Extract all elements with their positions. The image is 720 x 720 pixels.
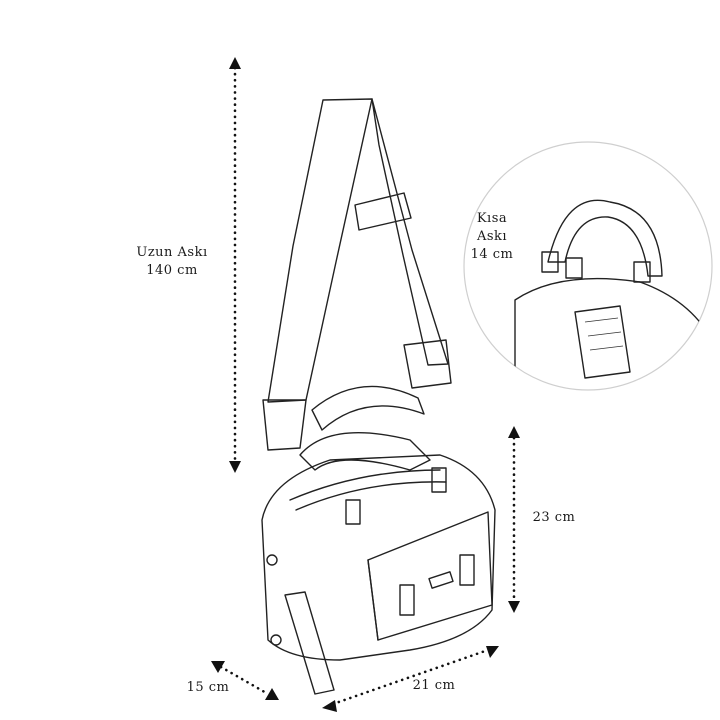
short-strap-inset (463, 141, 713, 391)
short-strap-value: 14 cm (470, 247, 514, 262)
short-strap-name-line2: Askı (476, 229, 508, 244)
long-strap-label: Uzun Askı 140 cm (122, 244, 222, 280)
bag-sketch (261, 98, 496, 695)
short-strap-label: Kısa Askı 14 cm (462, 210, 522, 264)
top-handles (299, 385, 431, 471)
long-strap-dimension-line (229, 57, 241, 473)
width-dimension-line (322, 646, 499, 712)
depth-dimension-line (211, 661, 279, 700)
bag-body (261, 454, 496, 695)
long-strap-value: 140 cm (146, 263, 198, 278)
long-strap (262, 98, 452, 451)
height-dimension-line (508, 426, 520, 613)
depth-label: 15 cm (186, 680, 230, 695)
height-label: 23 cm (532, 510, 576, 525)
width-label: 21 cm (412, 678, 456, 693)
long-strap-name: Uzun Askı (136, 245, 208, 260)
short-strap-name-line1: Kısa (476, 211, 508, 226)
